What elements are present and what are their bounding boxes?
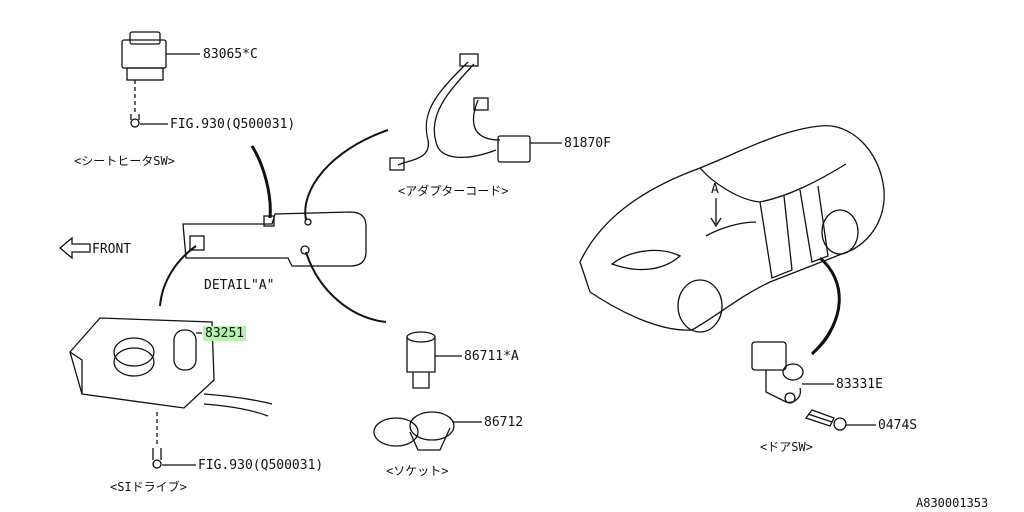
front-arrow-icon xyxy=(58,236,91,260)
fig930-reference-bottom[interactable]: FIG.930(Q500031) xyxy=(198,458,324,473)
seat-heater-switch-part xyxy=(121,31,200,128)
part-number-86712[interactable]: 86712 xyxy=(484,415,524,430)
part-number-81870f[interactable]: 81870F xyxy=(564,136,611,151)
socket-parts xyxy=(373,331,482,451)
door-switch-parts xyxy=(751,341,876,431)
fig930-reference-top[interactable]: FIG.930(Q500031) xyxy=(170,117,296,132)
adapter-cord-part xyxy=(389,53,562,171)
caption-socket: <ソケット> xyxy=(386,464,449,478)
front-label: FRONT xyxy=(92,242,132,257)
caption-seat-heater-sw: <シートヒータSW> xyxy=(74,154,175,168)
view-a-label: A xyxy=(711,182,719,197)
part-number-0474s[interactable]: 0474S xyxy=(878,418,918,433)
part-number-83251-text: 83251 xyxy=(203,326,247,341)
caption-adapter-cord: <アダプターコード> xyxy=(398,184,509,198)
detail-a-label: DETAIL"A" xyxy=(204,278,275,293)
car-illustration xyxy=(579,125,885,356)
part-number-83251[interactable]: 83251 xyxy=(203,326,247,341)
detail-a-console xyxy=(159,129,389,323)
part-number-86711a[interactable]: 86711*A xyxy=(464,349,519,364)
caption-door-sw: <ドアSW> xyxy=(760,440,813,454)
si-drive-switch-part xyxy=(69,317,273,469)
caption-si-drive: <SIドライブ> xyxy=(110,480,187,494)
part-number-83331e[interactable]: 83331E xyxy=(836,377,883,392)
part-number-83065c[interactable]: 83065*C xyxy=(203,47,258,62)
diagram-id: A830001353 xyxy=(916,496,989,510)
